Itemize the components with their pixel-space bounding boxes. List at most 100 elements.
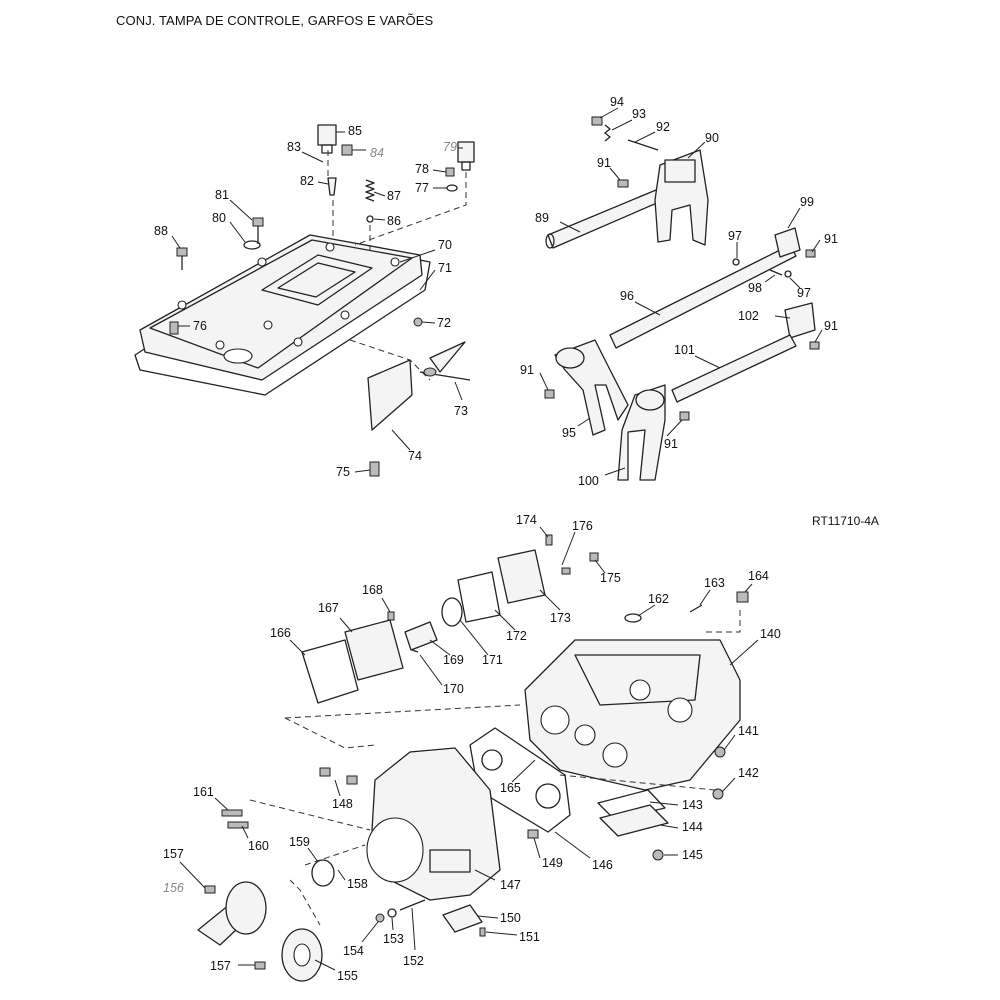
callout-label: 156 <box>163 881 184 895</box>
dowel-148b <box>346 775 358 785</box>
interlock-pin-92 <box>627 139 659 151</box>
clip-80 <box>243 240 261 250</box>
callout-label: 94 <box>610 95 624 109</box>
control-cover-group <box>134 124 475 477</box>
nut-145 <box>652 849 664 861</box>
flange-155-hole <box>293 943 311 967</box>
callout-label: 97 <box>728 229 742 243</box>
shift-forks-group <box>544 116 820 481</box>
callout-label: 168 <box>362 583 383 597</box>
callout-label: 98 <box>748 281 762 295</box>
screw-91 <box>617 179 629 188</box>
callout-label: 152 <box>403 954 424 968</box>
callout-label: 72 <box>437 316 451 330</box>
switch-79 <box>457 141 475 163</box>
callout-label: 71 <box>438 261 452 275</box>
callout-label: 70 <box>438 238 452 252</box>
callout-label: 165 <box>500 781 521 795</box>
shift-rod-89 <box>547 184 674 249</box>
cap-162 <box>624 613 642 623</box>
screw-91c <box>809 341 820 350</box>
assembly-line <box>289 879 321 926</box>
gasket-166 <box>301 639 359 704</box>
seal-159 <box>311 859 335 887</box>
cover-bolt-hole <box>325 242 335 252</box>
screw-151 <box>479 927 486 937</box>
callout-label: 173 <box>550 611 571 625</box>
assembly-line <box>705 610 741 633</box>
stud-160 <box>227 821 249 829</box>
screw-91b <box>805 249 816 258</box>
cover-raised-window <box>261 254 373 306</box>
assembly-line <box>354 172 467 246</box>
callout-label: 175 <box>600 571 621 585</box>
callout-label: 176 <box>572 519 593 533</box>
callout-label: 146 <box>592 858 613 872</box>
callout-label: 160 <box>248 839 269 853</box>
pin-98 <box>769 269 783 276</box>
callout-label: 169 <box>443 653 464 667</box>
callout-label: 86 <box>387 214 401 228</box>
screw-175 <box>589 552 599 562</box>
gear-169 <box>404 621 438 651</box>
case-group <box>197 534 749 982</box>
callout-label: 140 <box>760 627 781 641</box>
callout-label: 93 <box>632 107 646 121</box>
callout-label: 151 <box>519 930 540 944</box>
callout-label: 157 <box>210 959 231 973</box>
cover-144 <box>599 804 669 837</box>
callout-label: 147 <box>500 878 521 892</box>
callout-label: 83 <box>287 140 301 154</box>
cover-bolt-hole <box>263 320 273 330</box>
cover-boss <box>223 348 253 364</box>
cover-window-inner <box>277 262 356 298</box>
callout-label: 78 <box>415 162 429 176</box>
callout-label: 144 <box>682 820 703 834</box>
shift-rod-101 <box>671 334 797 403</box>
callout-label: 96 <box>620 289 634 303</box>
cover-bolt-hole <box>293 337 303 347</box>
shift-rod-89-end <box>545 233 555 249</box>
callout-label: 145 <box>682 848 703 862</box>
assembly-line <box>249 799 371 831</box>
callout-label: 79 <box>443 140 457 154</box>
gasket-143 <box>597 789 666 821</box>
lever-plate-74 <box>367 359 413 431</box>
case-bore <box>629 679 651 701</box>
case-bore <box>574 724 596 746</box>
callout-label: 95 <box>562 426 576 440</box>
housing-bore <box>366 817 424 883</box>
callout-label: 170 <box>443 682 464 696</box>
spring-93 <box>604 124 611 142</box>
gasket-172 <box>457 571 501 623</box>
shift-block-99 <box>774 227 801 258</box>
callout-label: 157 <box>163 847 184 861</box>
dowel-148 <box>319 767 331 777</box>
plunger-82 <box>327 177 337 196</box>
callout-label: 150 <box>500 911 521 925</box>
callout-label: 143 <box>682 798 703 812</box>
callout-label: 87 <box>387 189 401 203</box>
cover-bolt-hole <box>177 300 187 310</box>
callout-label: 167 <box>318 601 339 615</box>
fork-90-hub <box>664 159 696 183</box>
flange-156 <box>225 881 267 935</box>
callout-label: 82 <box>300 174 314 188</box>
bolt-88-head <box>176 247 188 257</box>
stud-161 <box>221 809 243 817</box>
cover-bolt-hole <box>215 340 225 350</box>
plug-164 <box>736 591 749 603</box>
bolt-157 <box>204 885 216 894</box>
fork-100-hub <box>635 389 665 411</box>
pin-170 <box>411 649 419 653</box>
callout-label: 92 <box>656 120 670 134</box>
callout-label: 85 <box>348 124 362 138</box>
case-top-opening <box>574 654 701 706</box>
callout-label: 163 <box>704 576 725 590</box>
nut-72 <box>413 317 423 327</box>
cover-173 <box>497 549 546 604</box>
callout-label: 89 <box>535 211 549 225</box>
switch-79-thread <box>461 161 471 171</box>
callout-label: 91 <box>664 437 678 451</box>
